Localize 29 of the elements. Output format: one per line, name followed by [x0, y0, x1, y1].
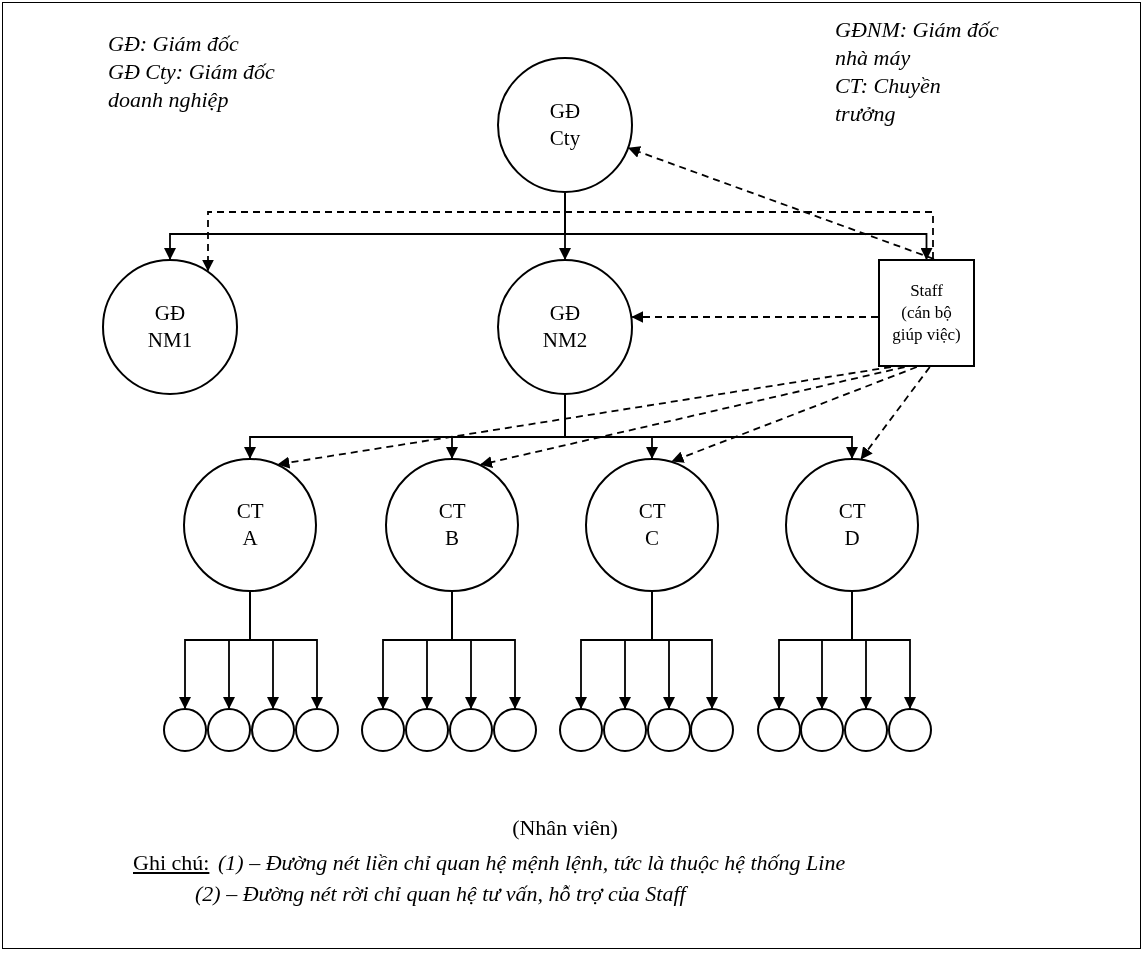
arrow [451, 591, 521, 709]
abbreviation-note: GĐ Cty: Giám đốc doanh nghiệp [108, 58, 276, 114]
note-text: (1) – Đường nét liền chỉ quan hệ mệnh lệnh, tức là thuộc hệ thống Line [218, 849, 847, 877]
node-label: CT A [236, 497, 264, 552]
group-caption: (Nhân viên) [511, 814, 619, 842]
dashed-arrow [480, 366, 906, 468]
node-label: CT D [838, 497, 866, 552]
dashed-arrow [631, 311, 879, 323]
dashed-arrow [277, 366, 892, 469]
node-label: GĐ NM2 [542, 299, 588, 354]
node-label: CT C [638, 497, 666, 552]
arrow [651, 591, 718, 709]
staff-box [878, 259, 975, 367]
abbreviation-note: GĐ: Giám đốc [108, 30, 240, 58]
node-label: GĐ Cty [549, 97, 581, 152]
node-label: Staff (cán bộ giúp việc) [891, 279, 962, 347]
arrow [851, 591, 916, 709]
dashed-arrow [627, 146, 935, 260]
arrow [564, 394, 858, 459]
dashed-arrow [202, 211, 934, 272]
abbreviation-note: GĐNM: Giám đốc nhà máy [835, 16, 1000, 72]
dashed-arrow [671, 366, 918, 463]
dashed-arrow [860, 366, 931, 460]
arrow [249, 591, 323, 709]
node-label: CT B [438, 497, 466, 552]
note-text: (2) – Đường nét rời chỉ quan hệ tư vấn, hỗ trợ của Staff [195, 880, 689, 908]
abbreviation-note: CT: Chuyền trưởng [835, 72, 942, 128]
node-label: GĐ NM1 [147, 299, 193, 354]
note-heading: Ghi chú: [133, 849, 210, 877]
